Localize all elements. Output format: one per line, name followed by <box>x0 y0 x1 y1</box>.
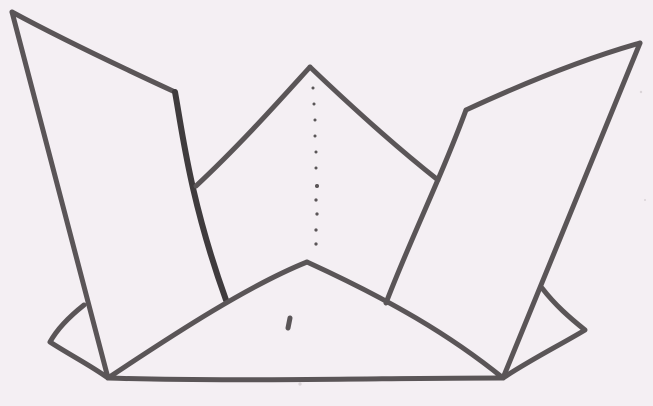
left-horn-inner-edge <box>175 92 226 300</box>
right-tab-edge <box>503 288 585 378</box>
center-fold-line <box>312 87 320 246</box>
paper-texture <box>298 91 646 386</box>
brim-right-slope <box>307 262 503 378</box>
left-horn-top-edge <box>12 12 175 92</box>
brim-left-slope <box>108 262 307 378</box>
right-side-tab <box>503 288 585 378</box>
crown-left-edge <box>196 67 310 186</box>
right-horn <box>386 43 640 378</box>
right-horn-top-edge <box>466 43 640 110</box>
stray-pen-mark <box>288 318 290 328</box>
brim-bottom-edge <box>108 378 503 380</box>
right-horn-outer-edge <box>503 43 640 378</box>
left-horn-outer-edge <box>12 12 108 378</box>
right-horn-inner-edge <box>386 110 466 303</box>
crown-right-edge <box>310 67 438 180</box>
brim-front-triangle <box>108 262 503 380</box>
